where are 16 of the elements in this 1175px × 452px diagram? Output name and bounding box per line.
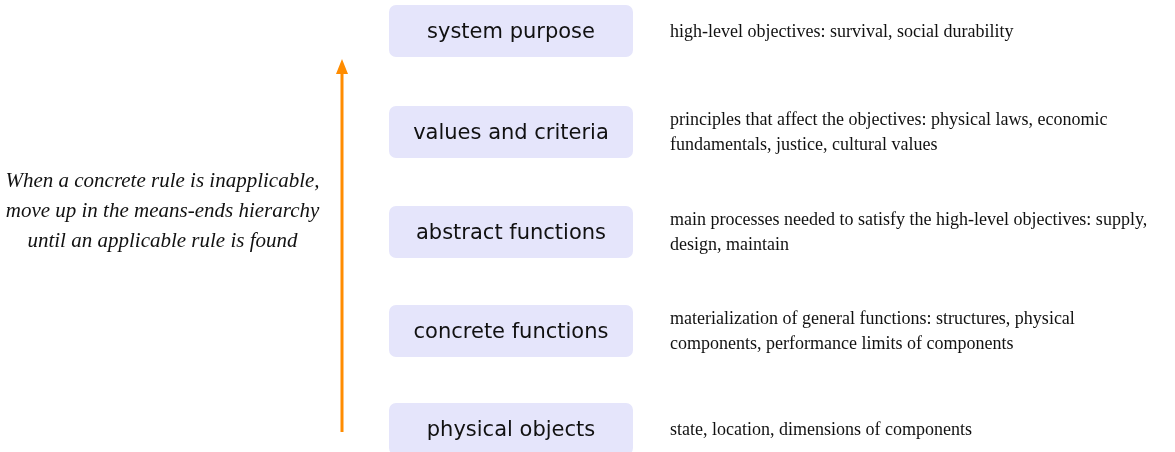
level-description: main processes needed to satisfy the high-level objectives: supply, design, maintain [670, 208, 1149, 256]
level-title: physical objects [426, 417, 596, 441]
level-box [389, 106, 633, 158]
level-description: state, location, dimensions of components [670, 417, 973, 441]
note-text: When a concrete rule is inapplicable, move up in the means-ends hierarchy until an applicable rule is found [4, 167, 321, 254]
level-box [389, 305, 633, 357]
level-box [389, 5, 633, 57]
level-title: abstract functions [415, 220, 607, 244]
level-title: values and criteria [413, 120, 609, 144]
level-description: high-level objectives: survival, social durability [670, 19, 1015, 43]
level-title: system purpose [427, 19, 595, 43]
level-box [389, 206, 633, 258]
level-description: principles that affect the objectives: physical laws, economic fundamentals, justice, cultural values [670, 108, 1109, 156]
level-description: materialization of general functions: structures, physical components, performance limits of components [670, 307, 1076, 355]
level-box [389, 403, 633, 452]
level-title: concrete functions [413, 319, 609, 343]
